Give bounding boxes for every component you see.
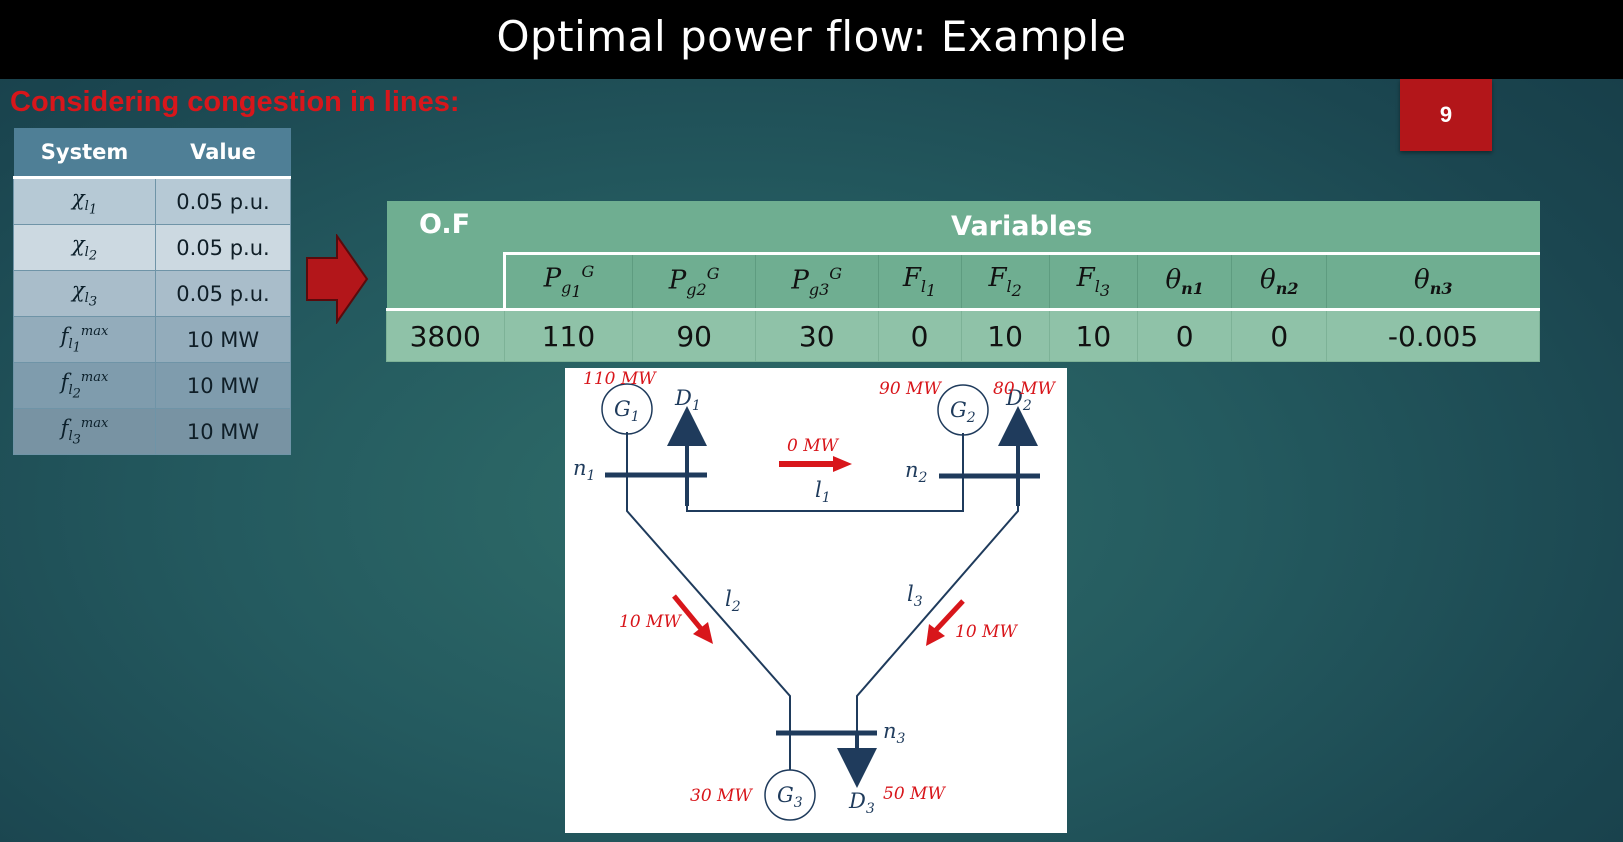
subtitle: Considering congestion in lines: <box>10 86 460 118</box>
generator-g1 <box>601 383 653 435</box>
var-theta-n3: θn3 <box>1326 252 1540 310</box>
param-header-system: System <box>13 128 156 179</box>
g1-output-label: 110 MW <box>583 369 657 389</box>
var-theta-n2: θn2 <box>1231 252 1327 310</box>
flow-arrow-l3 <box>934 599 965 632</box>
label-n3: n3 <box>883 719 906 747</box>
param-value: 10 MW <box>155 316 291 363</box>
label-l2: l2 <box>725 587 741 615</box>
var-pg1: Pg1G <box>502 252 633 310</box>
value-fl3: 10 <box>1048 308 1138 362</box>
label-d1: D1 <box>674 386 701 414</box>
d3-load-label: 50 MW <box>883 784 946 804</box>
var-pg2: Pg2G <box>632 252 756 310</box>
param-value: 0.05 p.u. <box>155 224 291 271</box>
param-symbol-x-l1: χl1 <box>13 177 156 225</box>
label-g1: G1 <box>614 397 640 425</box>
param-value: 10 MW <box>155 362 291 409</box>
table-row: χl1 0.05 p.u. <box>13 177 291 225</box>
of-header: O.F <box>386 201 504 310</box>
flow-arrow-l2 <box>672 594 704 632</box>
param-symbol-x-l3: χl3 <box>13 270 156 317</box>
page-number-badge: 9 <box>1400 79 1492 151</box>
value-pg2: 90 <box>632 308 756 362</box>
variables-header: Variables <box>504 201 1540 254</box>
value-theta-n2: 0 <box>1231 308 1328 362</box>
table-row: fl2max 10 MW <box>13 362 291 409</box>
label-l1: l1 <box>815 478 831 506</box>
param-symbol-fmax-l1: fl1max <box>13 316 156 363</box>
right-arrow-icon <box>306 234 369 324</box>
var-fl1: Fl1 <box>877 252 962 310</box>
value-theta-n1: 0 <box>1136 308 1233 362</box>
table-row: 3800 110 90 30 0 10 10 0 0 -0.005 <box>386 308 1540 362</box>
generator-g3 <box>764 769 816 821</box>
var-theta-n1: θn1 <box>1136 252 1232 310</box>
label-d3: D3 <box>848 789 875 817</box>
label-n2: n2 <box>905 458 928 486</box>
param-value: 10 MW <box>155 408 291 455</box>
table-row: χl3 0.05 p.u. <box>13 270 291 317</box>
system-parameters-table: System Value χl1 0.05 p.u. χl2 0.05 p.u.… <box>13 128 291 455</box>
generator-g2 <box>937 384 989 436</box>
param-symbol-fmax-l3: fl3max <box>13 408 156 455</box>
label-n1: n1 <box>573 456 595 484</box>
line-l3 <box>856 476 1019 733</box>
table-row: fl1max 10 MW <box>13 316 291 363</box>
label-g2: G2 <box>950 398 976 426</box>
var-fl2: Fl2 <box>960 252 1050 310</box>
param-value: 0.05 p.u. <box>155 177 291 225</box>
slide-title: Optimal power flow: Example <box>496 12 1127 61</box>
results-table: O.F Variables Pg1G Pg2G Pg3G Fl1 Fl2 Fl3… <box>386 201 1540 362</box>
flow-l3-label: 10 MW <box>955 622 1018 642</box>
value-pg1: 110 <box>503 308 634 362</box>
param-symbol-x-l2: χl2 <box>13 224 156 271</box>
var-pg3: Pg3G <box>754 252 879 310</box>
value-fl2: 10 <box>960 308 1050 362</box>
param-header-value: Value <box>155 128 291 179</box>
label-l3: l3 <box>907 582 923 610</box>
title-bar: Optimal power flow: Example <box>0 0 1623 79</box>
g2-output-label: 90 MW <box>879 379 942 399</box>
table-row: fl3max 10 MW <box>13 408 291 455</box>
var-fl3: Fl3 <box>1048 252 1138 310</box>
flow-l2-label: 10 MW <box>619 612 682 632</box>
value-fl1: 0 <box>877 308 962 362</box>
value-pg3: 30 <box>754 308 879 362</box>
table-row: χl2 0.05 p.u. <box>13 224 291 271</box>
d2-load-label: 80 MW <box>993 379 1056 399</box>
network-diagram-svg: G1 G2 G3 D1 D2 D3 n1 n2 n3 l1 l2 l3 110 … <box>573 369 1056 821</box>
network-diagram: G1 G2 G3 D1 D2 D3 n1 n2 n3 l1 l2 l3 110 … <box>565 368 1067 833</box>
param-symbol-fmax-l2: fl2max <box>13 362 156 409</box>
label-g3: G3 <box>777 783 803 811</box>
flow-l1-label: 0 MW <box>787 436 840 456</box>
value-theta-n3: -0.005 <box>1326 308 1540 362</box>
line-l1 <box>686 475 964 512</box>
of-value: 3800 <box>386 308 505 362</box>
line-l2 <box>626 475 791 733</box>
param-value: 0.05 p.u. <box>155 270 291 317</box>
g3-output-label: 30 MW <box>690 786 753 806</box>
